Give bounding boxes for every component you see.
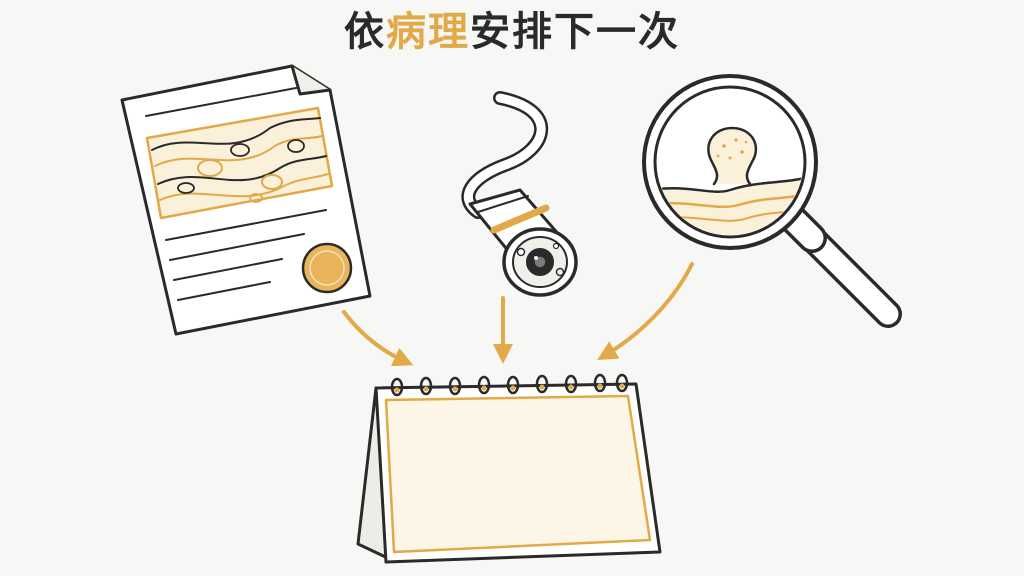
- arrow-from-magnifier: [597, 262, 694, 361]
- page-title: 依病理安排下一次: [0, 6, 1024, 58]
- title-prefix: 依: [344, 9, 386, 55]
- arrow-from-report: [342, 310, 414, 367]
- calendar-rings: [390, 373, 629, 397]
- title-suffix: 安排下一次: [470, 9, 680, 55]
- pathology-report-icon: [120, 64, 372, 336]
- endoscope-camera-icon: [461, 91, 578, 297]
- magnifying-glass-polyp-icon: [642, 74, 902, 328]
- flow-arrows: [342, 262, 694, 367]
- title-highlight: 病理: [386, 9, 470, 55]
- desk-calendar-icon: [356, 373, 662, 564]
